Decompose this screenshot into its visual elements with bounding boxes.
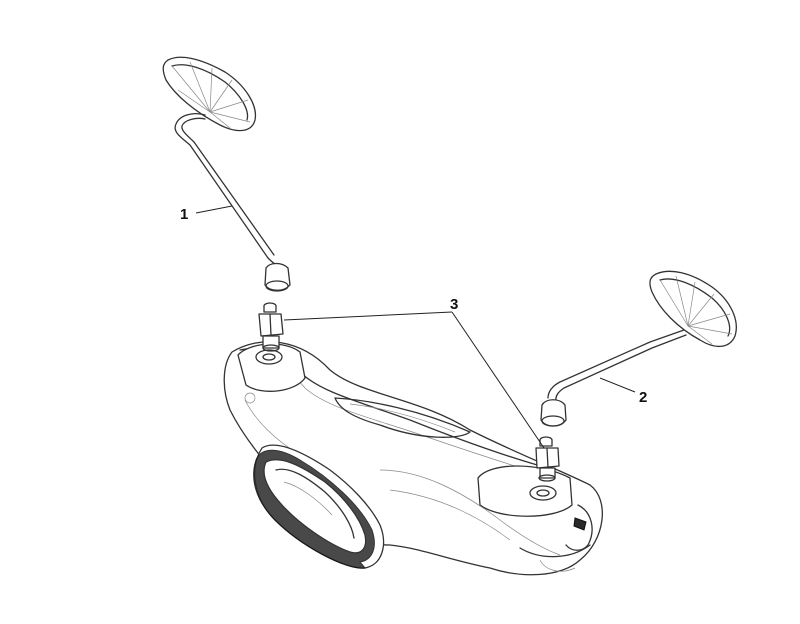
adapter-left [258,302,284,352]
callout-2: 2 [599,377,647,406]
callout-label-3: 3 [450,296,458,313]
callout-label-2: 2 [639,389,647,406]
callout-1: 1 [180,205,233,223]
callout-3: 3 [283,296,545,449]
callout-label-1: 1 [180,206,188,223]
adapter-right [535,436,560,482]
mirror-left [162,56,291,292]
mirror-right [540,270,737,427]
headlight [253,444,385,569]
